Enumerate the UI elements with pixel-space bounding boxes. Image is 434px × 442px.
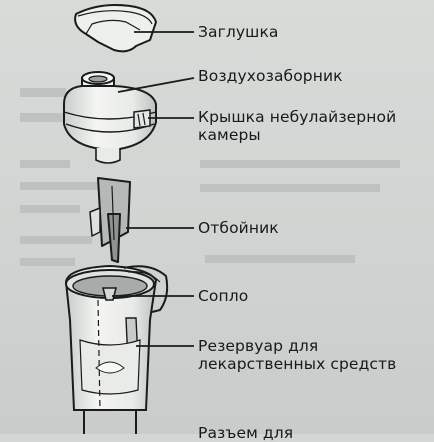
baffle-label: Отбойник — [198, 219, 279, 237]
chamber-cap-label-text: Крышка небулайзерной камеры — [198, 108, 397, 144]
plug-part — [74, 4, 157, 53]
plug-label: Заглушка — [198, 23, 279, 41]
callout-lines — [112, 31, 195, 347]
reservoir-part — [64, 264, 169, 434]
nozzle-label: Сопло — [198, 287, 249, 305]
chamber-cap-label: Крышка небулайзерной камеры — [198, 108, 420, 144]
baffle-part — [89, 177, 131, 263]
reservoir-label: Резервуар для лекарственных средств — [198, 337, 428, 373]
air-intake-label: Воздухозаборник — [198, 67, 343, 85]
chamber-cap-part — [63, 85, 157, 164]
reservoir-label-text: Резервуар для лекарственных средств — [198, 337, 397, 373]
air-intake-callout-line — [117, 77, 195, 93]
connector-label: Разъем для — [198, 424, 294, 442]
nozzle-part — [101, 287, 118, 301]
bleed-through-text — [20, 88, 400, 266]
